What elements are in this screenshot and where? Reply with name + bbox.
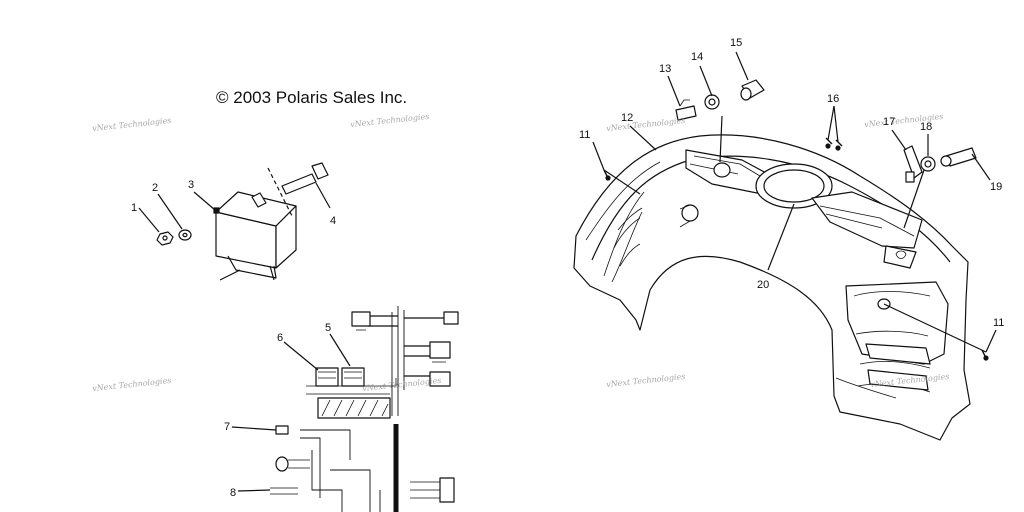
- leader-lines-harness: [231, 333, 351, 492]
- nut: [156, 231, 174, 246]
- callout-17: 17: [883, 116, 896, 128]
- callout-6: 6: [277, 332, 284, 344]
- cap-15: [740, 79, 765, 101]
- callout-5: 5: [325, 322, 332, 334]
- callout-7: 7: [224, 421, 231, 433]
- bolt: [267, 162, 329, 217]
- leader-lines-left: [138, 182, 331, 233]
- switch-13: [675, 99, 697, 121]
- callout-18: 18: [920, 121, 933, 133]
- console-panel: [573, 134, 971, 441]
- regulator-assembly: [213, 191, 297, 281]
- lever-19: [940, 147, 977, 167]
- callout-8: 8: [230, 487, 237, 499]
- switch-17: [903, 145, 923, 183]
- screw-11-bottom: [981, 349, 989, 361]
- callout-1: 1: [131, 202, 138, 214]
- screw-11-top: [603, 169, 611, 181]
- leader-lines-right: [592, 51, 997, 353]
- callout-2: 2: [152, 182, 159, 194]
- callout-11: 11: [579, 129, 591, 141]
- nut-14: [704, 94, 720, 110]
- callout-14: 14: [691, 51, 704, 63]
- callout-15: 15: [730, 37, 743, 49]
- callout-12: 12: [621, 112, 634, 124]
- callout-4: 4: [330, 215, 337, 227]
- callout-3: 3: [188, 179, 195, 191]
- callout-20: 20: [757, 279, 770, 291]
- nut-18: [920, 156, 936, 172]
- washer: [178, 229, 192, 241]
- screws-16: [825, 137, 843, 151]
- wiring-harness: [270, 306, 459, 512]
- callout-11: 11: [993, 317, 1005, 329]
- callout-13: 13: [659, 63, 672, 75]
- callout-16: 16: [827, 93, 840, 105]
- copyright-text: © 2003 Polaris Sales Inc.: [216, 88, 408, 107]
- callout-19: 19: [990, 181, 1003, 193]
